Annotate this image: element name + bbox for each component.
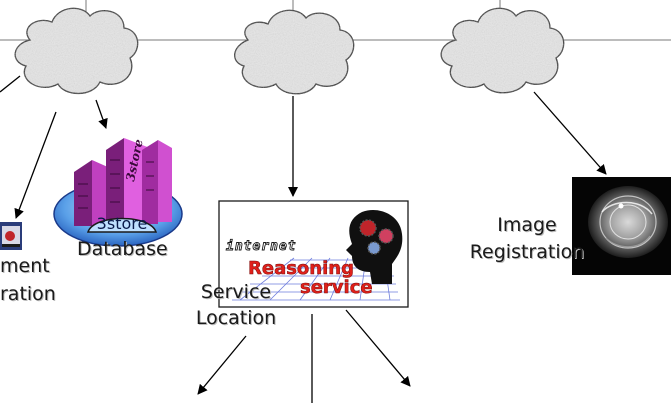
service-label-line1: Service (200, 281, 272, 303)
brain-scan-image (572, 177, 671, 275)
reasoning-sub-text: service (300, 277, 373, 298)
database-building-icon (53, 138, 183, 247)
document-thumbnail-icon (0, 222, 22, 250)
service-label-line2: Location (195, 307, 277, 329)
reasoning-internet-text: internet (226, 239, 297, 254)
image-label-line2: Registration (469, 241, 585, 263)
database-label: Database (77, 238, 168, 260)
reasoning-main-text: Reasoning (248, 258, 354, 279)
cloud-icon (234, 9, 355, 95)
connection-arrows (0, 75, 607, 403)
reasoning-service-logo (218, 200, 409, 308)
document-label-line1: ment (0, 255, 50, 277)
cloud-icon (440, 7, 565, 94)
cloud-icon (14, 7, 139, 95)
database-sign-label: 3store (97, 214, 148, 233)
image-label-line1: Image (497, 214, 557, 236)
document-label-line2: ration (0, 283, 56, 305)
